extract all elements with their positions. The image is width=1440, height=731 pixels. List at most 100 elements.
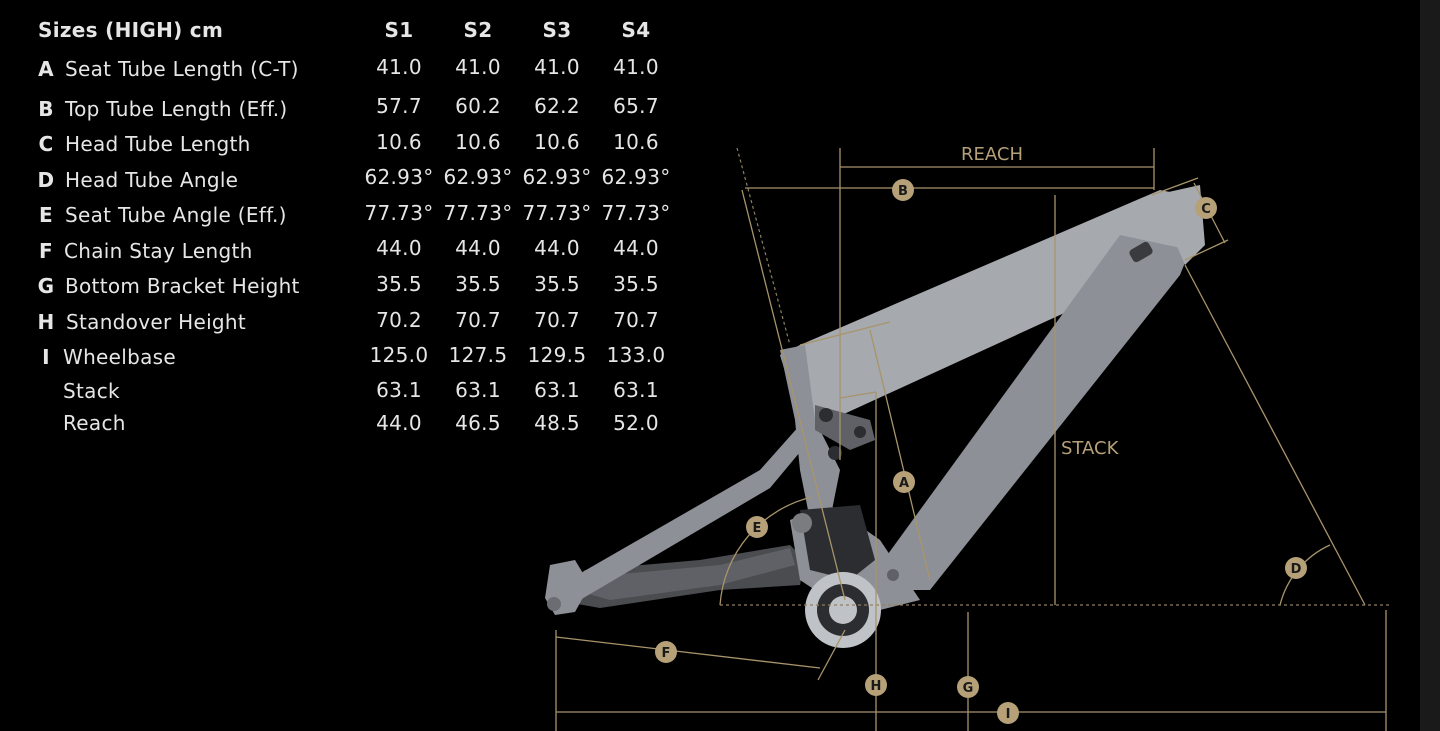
value-stack-s1: 63.1 <box>376 378 422 402</box>
chainstay-inner <box>575 548 795 600</box>
value-d-s1: 62.93° <box>364 165 434 189</box>
chain-guide <box>800 505 875 580</box>
value-h-s2: 70.7 <box>455 308 501 332</box>
head-tube-bottom-tick <box>1184 239 1229 261</box>
row-letter-e: E <box>39 203 53 227</box>
head-tube-top-tick <box>1151 177 1199 196</box>
seat-tube-length-line <box>869 329 931 581</box>
value-stack-s3: 63.1 <box>534 378 580 402</box>
value-e-s2: 77.73° <box>443 201 513 225</box>
value-g-s1: 35.5 <box>376 272 422 296</box>
value-f-s1: 44.0 <box>376 236 422 260</box>
row-letter-g: G <box>37 274 55 298</box>
value-a-s1: 41.0 <box>376 55 422 79</box>
row-label-stack: Stack <box>63 379 120 403</box>
row-label-seat-tube-angle: Seat Tube Angle (Eff.) <box>65 203 287 227</box>
badge-h-text: H <box>871 679 882 694</box>
value-h-s1: 70.2 <box>376 308 422 332</box>
pivot-lower <box>828 446 842 460</box>
value-b-s1: 57.7 <box>376 94 422 118</box>
crank-spindle <box>829 596 857 624</box>
value-b-s3: 62.2 <box>534 94 580 118</box>
row-label-chain-stay-length: Chain Stay Length <box>64 239 253 263</box>
badge-g-circle <box>957 676 979 698</box>
value-c-s2: 10.6 <box>455 130 501 154</box>
row-label-seat-tube-length: Seat Tube Length (C-T) <box>65 57 299 81</box>
reach-label: REACH <box>961 144 1023 165</box>
badge-c-text: C <box>1201 202 1211 217</box>
value-g-s4: 35.5 <box>613 272 659 296</box>
pivot-rocker <box>854 426 866 438</box>
badge-d-circle <box>1285 557 1307 579</box>
value-h-s3: 70.7 <box>534 308 580 332</box>
value-i-s3: 129.5 <box>527 343 587 367</box>
chainstay-length-line <box>555 636 821 669</box>
geometry-table: Sizes (HIGH) cm S1 S2 S3 S4 A Seat Tube … <box>0 0 720 460</box>
badge-e: E <box>746 516 768 538</box>
size-header-s4: S4 <box>621 18 651 42</box>
row-letter-d: D <box>37 168 55 192</box>
value-i-s2: 127.5 <box>448 343 508 367</box>
effective-seat-line <box>741 189 846 601</box>
value-c-s4: 10.6 <box>613 130 659 154</box>
badge-d: D <box>1285 557 1307 579</box>
value-c-s1: 10.6 <box>376 130 422 154</box>
badge-a-circle <box>893 471 915 493</box>
size-header-s1: S1 <box>384 18 414 42</box>
badge-e-text: E <box>753 521 762 536</box>
standover-top-tick <box>839 391 877 399</box>
head-tube <box>1155 185 1205 265</box>
badge-f-circle <box>655 641 677 663</box>
value-d-s3: 62.93° <box>522 165 592 189</box>
cable-port <box>1129 241 1153 263</box>
row-label-head-tube-angle: Head Tube Angle <box>65 168 239 192</box>
value-e-s4: 77.73° <box>601 201 671 225</box>
value-c-s3: 10.6 <box>534 130 580 154</box>
down-tube <box>880 235 1190 590</box>
badge-b-text: B <box>898 184 908 199</box>
value-stack-s2: 63.1 <box>455 378 501 402</box>
pivot-upper <box>819 408 833 422</box>
seat-angle-arc <box>719 496 813 606</box>
value-a-s2: 41.0 <box>455 55 501 79</box>
row-letter-c: C <box>38 132 54 156</box>
badge-a-text: A <box>899 476 909 491</box>
bike-frame-illustration <box>545 185 1205 648</box>
value-h-s4: 70.7 <box>613 308 659 332</box>
badge-e-circle <box>746 516 768 538</box>
size-header-s3: S3 <box>542 18 572 42</box>
value-f-s3: 44.0 <box>534 236 580 260</box>
badge-g: G <box>957 676 979 698</box>
chainstay-bb-tick <box>817 629 846 681</box>
badge-i-circle <box>997 702 1019 724</box>
badge-d-text: D <box>1291 562 1302 577</box>
value-reach-s3: 48.5 <box>534 411 580 435</box>
bolt <box>887 569 899 581</box>
badge-g-text: G <box>963 681 974 696</box>
head-angle-arc <box>1279 544 1331 606</box>
badge-f: F <box>655 641 677 663</box>
row-label-top-tube-length: Top Tube Length (Eff.) <box>65 97 288 121</box>
value-a-s4: 41.0 <box>613 55 659 79</box>
row-letter-b: B <box>38 97 54 121</box>
value-f-s2: 44.0 <box>455 236 501 260</box>
badge-i-text: I <box>1006 707 1011 722</box>
rear-axle <box>547 597 561 611</box>
seatstay-shape <box>548 425 810 600</box>
value-d-s2: 62.93° <box>443 165 513 189</box>
row-letter-h: H <box>37 310 55 334</box>
badge-f-text: F <box>662 646 671 661</box>
value-e-s1: 77.73° <box>364 201 434 225</box>
seat-angle-extension <box>736 147 791 346</box>
row-label-reach: Reach <box>63 411 126 435</box>
value-d-s4: 62.93° <box>601 165 671 189</box>
value-b-s2: 60.2 <box>455 94 501 118</box>
table-title: Sizes (HIGH) cm <box>38 18 224 42</box>
badge-b: B <box>892 179 914 201</box>
value-e-s3: 77.73° <box>522 201 592 225</box>
value-i-s4: 133.0 <box>606 343 666 367</box>
badge-h: H <box>865 674 887 696</box>
steering-axis-line <box>1184 264 1366 606</box>
row-letter-f: F <box>39 239 53 263</box>
